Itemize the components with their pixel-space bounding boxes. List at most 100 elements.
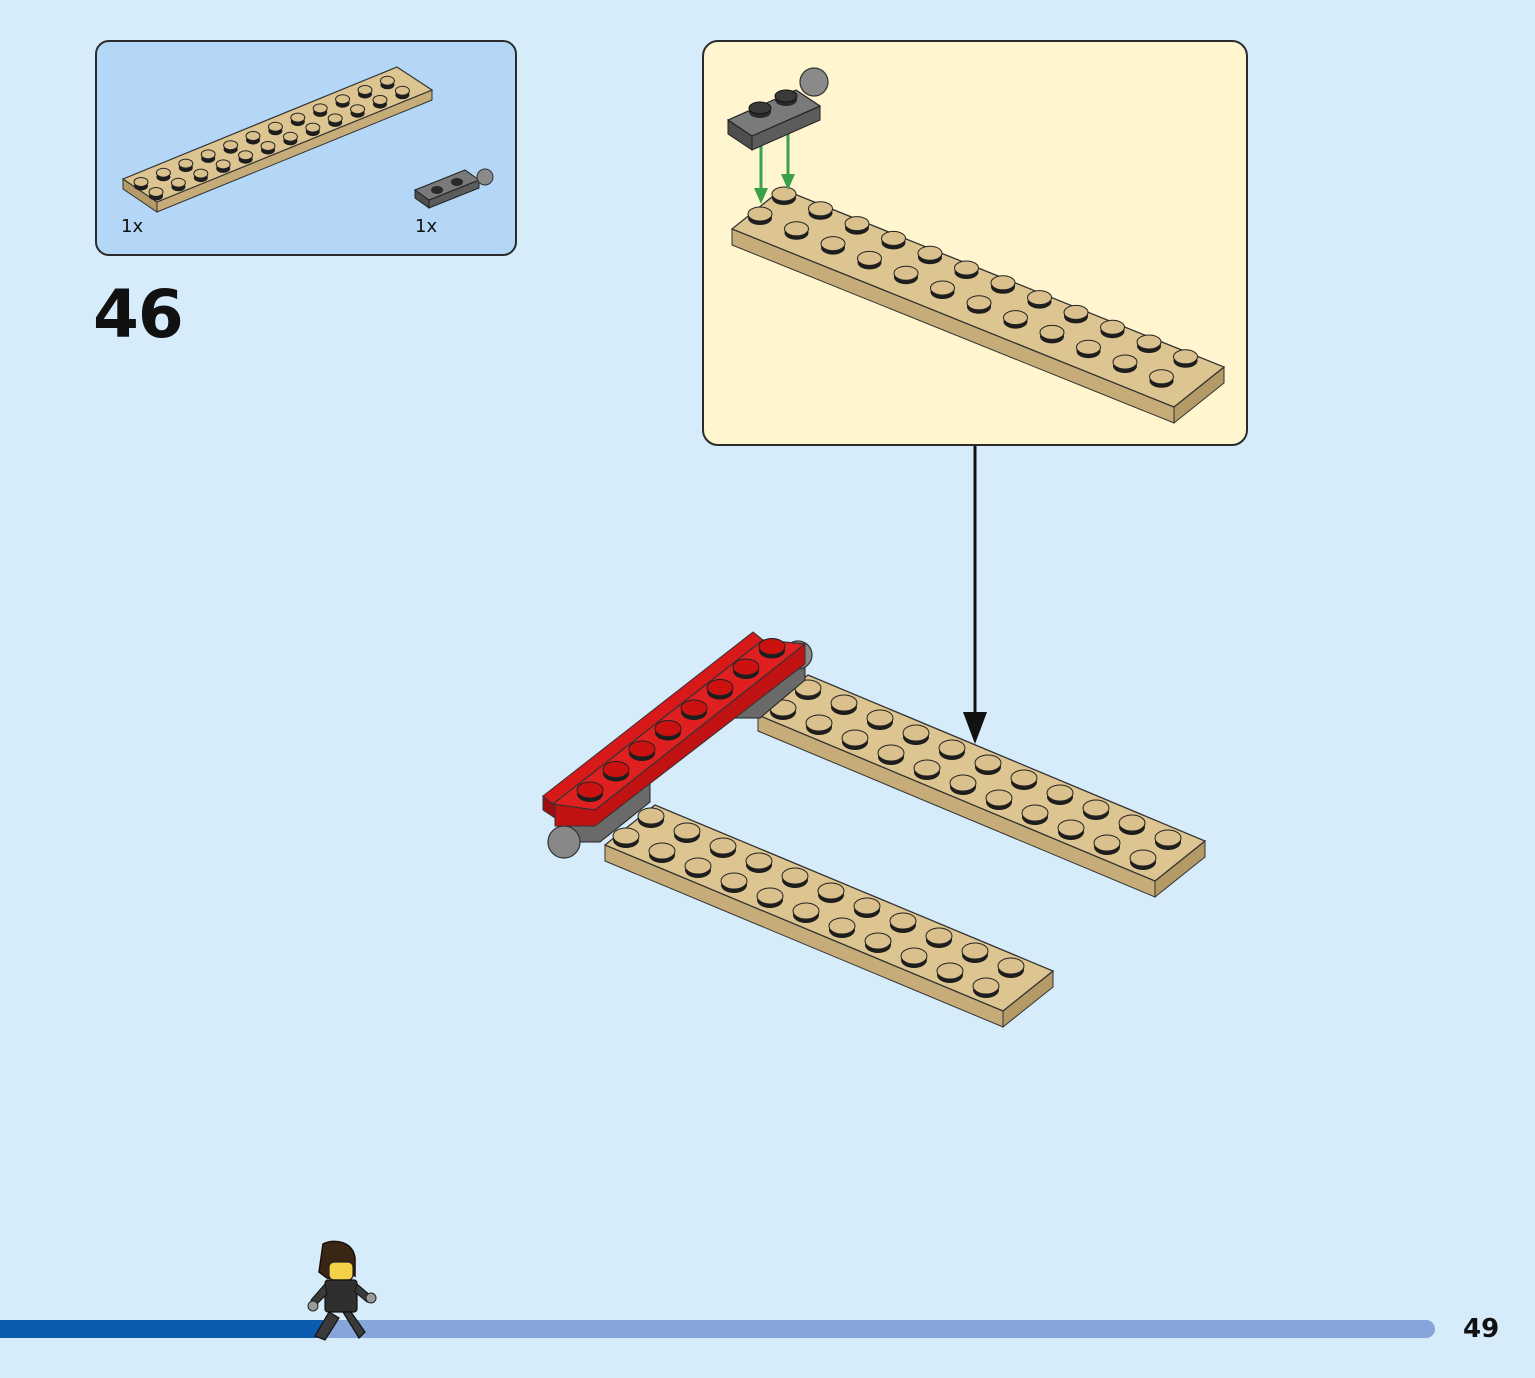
stud (805, 714, 833, 732)
stud (949, 774, 977, 792)
stud (866, 709, 894, 727)
progress-bar (0, 1320, 1435, 1338)
stud (877, 744, 905, 762)
stud (745, 852, 773, 870)
stud (1129, 849, 1157, 867)
subassembly-callout (702, 40, 1248, 446)
step-number: 46 (93, 276, 184, 353)
stud (335, 94, 351, 105)
stud (954, 260, 979, 276)
stud (844, 216, 870, 232)
tan-plate-2x12-part-image (121, 66, 434, 213)
stud (709, 837, 737, 855)
stud (747, 206, 773, 222)
stud (830, 694, 858, 712)
stud (781, 867, 809, 885)
stud (889, 912, 917, 930)
parts-list-box: 1x 1x (95, 40, 517, 256)
stud (350, 104, 366, 115)
stud (758, 638, 786, 655)
stud (966, 295, 992, 311)
stud (1010, 769, 1038, 787)
stud (312, 103, 328, 114)
stud (881, 230, 906, 246)
stud (985, 789, 1013, 807)
stud (684, 857, 712, 875)
stud (193, 168, 209, 179)
stud (602, 761, 630, 778)
progress-bar-fill (0, 1320, 323, 1338)
dark-gray-towball-plate-part-image (413, 168, 494, 209)
stud (245, 131, 261, 141)
stud (648, 842, 676, 860)
stud (223, 140, 239, 151)
stud (902, 724, 930, 742)
stud (917, 245, 943, 261)
stud (817, 882, 845, 900)
stud (974, 754, 1002, 772)
stud (857, 250, 882, 266)
dark-gray-towball-plate-callout (726, 67, 829, 151)
stud (1057, 819, 1085, 837)
stud (155, 167, 171, 178)
stud (930, 280, 955, 296)
stud (148, 187, 164, 197)
stud (260, 141, 276, 151)
stud (133, 177, 149, 187)
stud (925, 927, 953, 945)
stud (282, 131, 298, 142)
stud (1100, 319, 1125, 335)
stud (379, 75, 395, 86)
stud (828, 917, 856, 935)
stud (1021, 804, 1049, 822)
parts-list-drawing (121, 66, 494, 213)
stud (706, 679, 734, 696)
stud (853, 897, 881, 915)
page-number: 49 (1463, 1314, 1500, 1344)
stud (1112, 354, 1138, 370)
stud (820, 236, 846, 252)
red-plate-1x8 (542, 631, 807, 827)
stud (1027, 290, 1052, 306)
stud (900, 947, 928, 965)
stud (357, 85, 373, 95)
stud (1149, 369, 1174, 385)
stud (997, 957, 1025, 975)
upper-tan-plate (756, 674, 1207, 899)
stud (938, 739, 966, 757)
stud (990, 275, 1016, 291)
tan-plate-2x12-callout (730, 186, 1226, 425)
stud (654, 720, 682, 737)
stud (612, 827, 640, 845)
stud (808, 201, 833, 217)
stud (290, 112, 306, 123)
stud (1093, 834, 1121, 852)
attach-arrows (754, 134, 795, 204)
stud (1063, 304, 1089, 320)
stud (170, 177, 186, 188)
stud (1118, 814, 1146, 832)
stud (628, 740, 656, 758)
stud (215, 159, 231, 170)
gray-plate-quantity: 1x (415, 216, 438, 237)
stud (305, 122, 321, 133)
stud (576, 781, 604, 799)
stud (936, 962, 964, 980)
stud (961, 942, 989, 960)
stud (1136, 334, 1162, 350)
placement-arrow (963, 446, 987, 744)
stud (673, 822, 701, 840)
stud (756, 887, 784, 905)
stud (1076, 339, 1101, 355)
stud (841, 729, 869, 747)
stud (637, 807, 665, 825)
stud (680, 699, 708, 717)
callout-drawing (726, 67, 1226, 425)
stud (732, 658, 760, 676)
stud (1173, 349, 1198, 365)
stud (784, 221, 809, 237)
stud (1003, 310, 1028, 326)
stud (792, 902, 820, 920)
stud (972, 977, 1000, 995)
